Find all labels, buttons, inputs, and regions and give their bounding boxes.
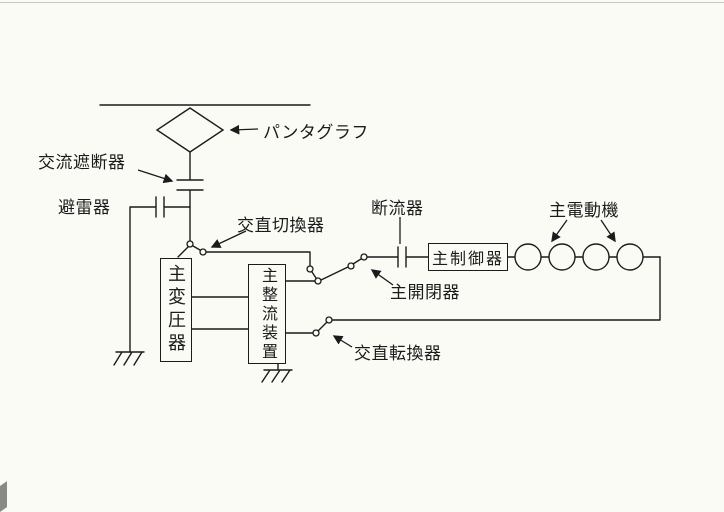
main-circuit-wire [366, 246, 661, 268]
ac-breaker-arrow [137, 169, 174, 184]
ground-icon-rectifier [261, 363, 293, 383]
switch-contact-circles [186, 240, 368, 337]
motor-arrow-right [600, 219, 616, 243]
label-ac-dc-converter-switch: 交直転換器 [354, 344, 442, 363]
ac-dc-changeover-switch-icon [177, 245, 201, 258]
ac-dc-converter-switch-icon [285, 321, 328, 334]
converter-switch-arrow [332, 335, 353, 348]
pantograph-icon [155, 107, 225, 153]
dc-bus-wire [205, 251, 311, 267]
ground-icon-left [113, 351, 145, 366]
label-pantograph: パンタグラフ [263, 123, 369, 142]
transformer-rectifier-wires [191, 296, 249, 330]
pantograph-arrow [229, 124, 259, 135]
lightning-arrester-icon [129, 196, 191, 353]
label-main-traction-motor: 主電動機 [549, 201, 619, 220]
main-transformer-box: 主変圧器 [160, 258, 192, 362]
traction-motor-circles [514, 243, 644, 271]
return-wire [331, 256, 661, 321]
label-ac-dc-changeover-switch: 交直切換器 [237, 216, 325, 235]
main-switch-arrow [370, 269, 394, 286]
motor-arrow-left [551, 219, 568, 243]
rectifier-selector-switch-icon [285, 266, 349, 282]
main-switch-icon [352, 258, 362, 265]
scan-edge-artifact [0, 2, 724, 3]
label-lightning-arrester: 避雷器 [58, 198, 111, 217]
label-ac-circuit-breaker: 交流遮断器 [38, 153, 126, 172]
ac-breaker-icon [176, 151, 204, 242]
changeover-switch-arrow [210, 230, 247, 248]
main-transformer-label: 主変圧器 [166, 264, 186, 356]
main-controller-box: 主制御器 [428, 243, 508, 271]
main-rectifier-box: 主整流装置 [248, 264, 286, 364]
label-current-breaker: 断流器 [371, 199, 424, 218]
main-rectifier-label: 主整流装置 [259, 266, 276, 362]
callout-arrows [137, 124, 616, 348]
main-controller-label: 主制御器 [431, 251, 504, 268]
label-main-switch: 主開閉器 [390, 283, 460, 302]
